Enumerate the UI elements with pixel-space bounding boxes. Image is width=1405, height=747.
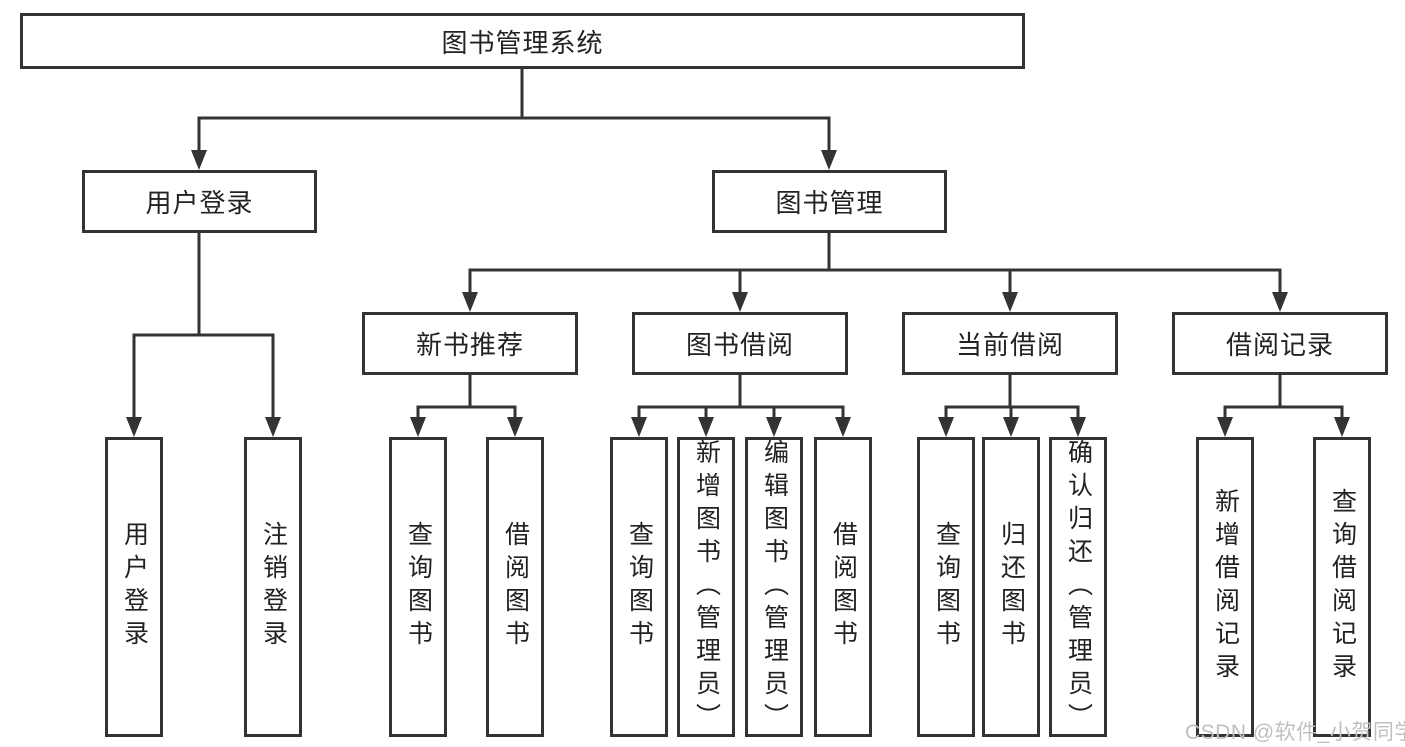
leaf-add-book-label: 新增图书（管理员） xyxy=(692,438,721,736)
leaf-query-book-1: 查询图书 xyxy=(389,437,447,737)
node-current-borrow-label: 当前借阅 xyxy=(955,330,1064,360)
leaf-query-borrow-record-label: 查询借阅记录 xyxy=(1328,488,1357,686)
node-borrow-records-label: 借阅记录 xyxy=(1225,330,1334,360)
connector-lines xyxy=(132,69,1344,419)
node-new-book-recommend: 新书推荐 xyxy=(362,312,578,375)
node-root-label: 图书管理系统 xyxy=(441,27,604,58)
leaf-confirm-return-label: 确认归还（管理员） xyxy=(1064,438,1093,736)
leaf-borrow-book-1: 借阅图书 xyxy=(486,437,544,737)
leaf-query-book-3-label: 查询图书 xyxy=(932,521,961,653)
leaf-query-borrow-record: 查询借阅记录 xyxy=(1313,437,1371,737)
node-user-login-label: 用户登录 xyxy=(145,188,254,218)
leaf-add-borrow-record: 新增借阅记录 xyxy=(1196,437,1254,737)
leaf-logout: 注销登录 xyxy=(244,437,302,737)
leaf-query-book-2: 查询图书 xyxy=(610,437,668,737)
leaf-query-book-2-label: 查询图书 xyxy=(625,521,654,653)
leaf-user-login-label: 用户登录 xyxy=(120,521,149,653)
node-user-login: 用户登录 xyxy=(82,170,317,233)
node-book-borrow: 图书借阅 xyxy=(632,312,848,375)
csdn-watermark: CSDN @软件_小贺同学 xyxy=(1185,721,1405,744)
leaf-add-borrow-record-label: 新增借阅记录 xyxy=(1211,488,1240,686)
node-current-borrow: 当前借阅 xyxy=(902,312,1118,375)
node-new-book-recommend-label: 新书推荐 xyxy=(415,330,524,360)
leaf-query-book-1-label: 查询图书 xyxy=(404,521,433,653)
leaf-query-book-3: 查询图书 xyxy=(917,437,975,737)
node-book-management: 图书管理 xyxy=(712,170,947,233)
leaf-return-book-label: 归还图书 xyxy=(997,521,1026,653)
node-book-management-label: 图书管理 xyxy=(775,188,884,218)
node-borrow-records: 借阅记录 xyxy=(1172,312,1388,375)
leaf-borrow-book-2: 借阅图书 xyxy=(814,437,872,737)
leaf-add-book: 新增图书（管理员） xyxy=(677,437,735,737)
node-root: 图书管理系统 xyxy=(20,13,1025,69)
leaf-logout-label: 注销登录 xyxy=(259,521,288,653)
node-book-borrow-label: 图书借阅 xyxy=(685,330,794,360)
leaf-edit-book-label: 编辑图书（管理员） xyxy=(760,438,789,736)
leaf-borrow-book-1-label: 借阅图书 xyxy=(501,521,530,653)
leaf-user-login: 用户登录 xyxy=(105,437,163,737)
leaf-return-book: 归还图书 xyxy=(982,437,1040,737)
leaf-confirm-return: 确认归还（管理员） xyxy=(1049,437,1107,737)
leaf-edit-book: 编辑图书（管理员） xyxy=(745,437,803,737)
leaf-borrow-book-2-label: 借阅图书 xyxy=(829,521,858,653)
arrowheads xyxy=(126,150,1350,437)
